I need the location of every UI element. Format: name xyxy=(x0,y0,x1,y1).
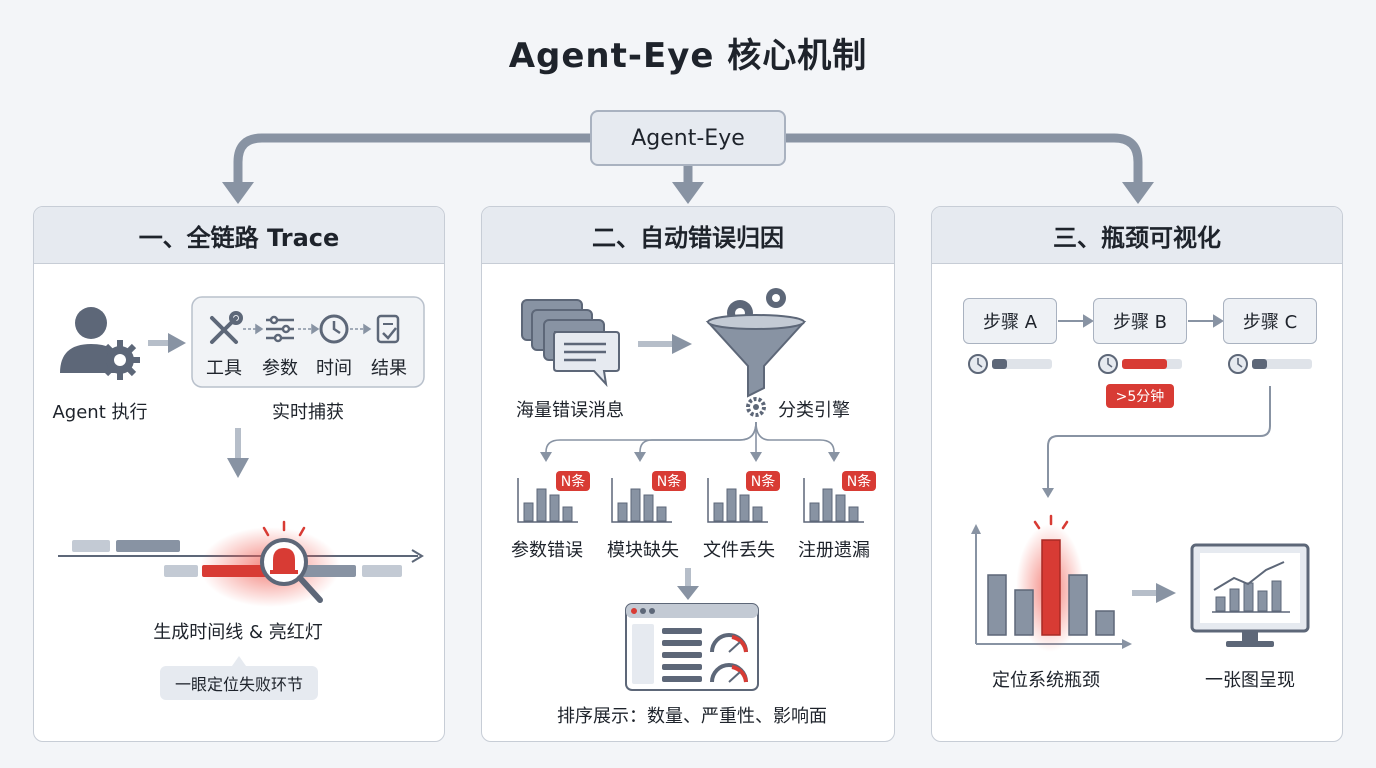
engine-gear-icon xyxy=(746,397,766,417)
mini-chart-bar xyxy=(713,502,724,522)
mini-chart-axis-3 xyxy=(707,478,768,523)
step-b-time-badge: >5分钟 xyxy=(1106,384,1174,408)
mini-chart-bar xyxy=(739,494,750,522)
feedback-connector xyxy=(1047,386,1271,490)
timeline-label: 生成时间线 & 亮红灯 xyxy=(153,622,323,643)
dashboard-label: 排序展示：数量、严重性、影响面 xyxy=(557,706,827,727)
arrow-messages-to-funnel xyxy=(638,334,692,354)
step-clock-hand xyxy=(1237,358,1243,368)
arrow-agent-to-capture xyxy=(148,333,186,353)
step-box-c: 步骤 C xyxy=(1223,298,1317,344)
category-branch-heads xyxy=(540,452,840,462)
messages-icon xyxy=(521,299,620,388)
step-progress-fill xyxy=(1122,359,1167,369)
dashboard-icon xyxy=(625,603,759,691)
timeline xyxy=(58,527,424,607)
magnifier-alarm-icon xyxy=(260,520,323,603)
funnel-gear-icon xyxy=(705,288,807,398)
panel-bottleneck-heading: 三、瓶颈可视化 xyxy=(932,207,1342,264)
mini-chart-bar xyxy=(523,502,534,522)
mini-chart-bar xyxy=(848,506,859,522)
mini-chart-bar xyxy=(617,502,628,522)
category-label-3: 文件丢失 xyxy=(703,540,775,561)
mini-chart-bar xyxy=(562,506,573,522)
capture-label: 实时捕获 xyxy=(272,402,344,423)
callout-pointer xyxy=(232,656,246,666)
arrow-chart-to-monitor xyxy=(1132,583,1176,603)
step-arrows xyxy=(1058,314,1224,328)
mini-chart-axis-1 xyxy=(517,478,578,523)
category-label-4: 注册遗漏 xyxy=(798,540,870,561)
one-chart-label: 一张图呈现 xyxy=(1205,670,1295,691)
category-branches xyxy=(545,421,835,453)
capture-arrows xyxy=(243,323,372,335)
capture-item-params: 参数 xyxy=(262,358,298,379)
category-label-2: 模块缺失 xyxy=(607,540,679,561)
arrow-down-dashboard xyxy=(677,568,699,600)
mini-chart-bar xyxy=(726,488,737,522)
category-label-1: 参数错误 xyxy=(511,540,583,561)
bottleneck-label: 定位系统瓶颈 xyxy=(992,670,1100,691)
step-progress-fill xyxy=(992,359,1007,369)
mini-chart-axis-2 xyxy=(611,478,672,523)
mini-chart-bar xyxy=(752,506,763,522)
mini-chart-bar xyxy=(643,494,654,522)
mini-chart-bar xyxy=(656,506,667,522)
category-badge-4: N条 xyxy=(842,471,876,491)
capture-box xyxy=(191,296,425,388)
category-badge-2: N条 xyxy=(652,471,686,491)
engine-label: 分类引擎 xyxy=(778,400,850,421)
panel-bottleneck: 三、瓶颈可视化 xyxy=(931,206,1343,742)
agent-gear-icon xyxy=(60,307,140,380)
step-progress-track xyxy=(992,359,1052,369)
step-progress-track xyxy=(1252,359,1312,369)
clock-icon xyxy=(319,314,349,344)
category-mini-charts xyxy=(517,478,864,523)
tools-icon xyxy=(210,311,243,344)
panel-attribution-heading: 二、自动错误归因 xyxy=(482,207,894,264)
feedback-arrowhead xyxy=(1042,488,1054,498)
category-badge-3: N条 xyxy=(746,471,780,491)
category-badge-1: N条 xyxy=(556,471,590,491)
step-clock-hand xyxy=(1107,358,1113,368)
step-box-b: 步骤 B xyxy=(1093,298,1187,344)
mini-chart-axis-4 xyxy=(803,478,864,523)
mini-chart-bar xyxy=(809,502,820,522)
root-connectors xyxy=(233,133,1143,187)
root-node: Agent-Eye xyxy=(590,110,786,166)
step-box-a: 步骤 A xyxy=(963,298,1057,344)
step-progress-fill xyxy=(1252,359,1267,369)
capture-item-time: 时间 xyxy=(316,358,352,379)
params-icon xyxy=(266,315,294,343)
arrow-down-trace xyxy=(227,428,249,478)
capture-item-tools: 工具 xyxy=(206,358,242,379)
mini-chart-bar xyxy=(536,488,547,522)
step-progress-bars xyxy=(968,354,1312,374)
mini-chart-bar xyxy=(630,488,641,522)
step-clock-hand xyxy=(977,358,983,368)
messages-label: 海量错误消息 xyxy=(516,400,624,421)
root-arrowheads xyxy=(222,182,1154,204)
mini-chart-bar xyxy=(835,494,846,522)
monitor-chart-icon xyxy=(1190,543,1310,647)
bottleneck-bar-chart xyxy=(971,514,1132,652)
mini-chart-bar xyxy=(822,488,833,522)
panel-trace-heading: 一、全链路 Trace xyxy=(34,207,444,264)
agent-exec-label: Agent 执行 xyxy=(52,402,148,423)
mini-chart-bar xyxy=(549,494,560,522)
result-icon xyxy=(376,314,400,344)
page-title: Agent-Eye 核心机制 xyxy=(508,36,868,76)
callout-tag: 一眼定位失败环节 xyxy=(160,666,318,700)
capture-item-result: 结果 xyxy=(371,358,407,379)
